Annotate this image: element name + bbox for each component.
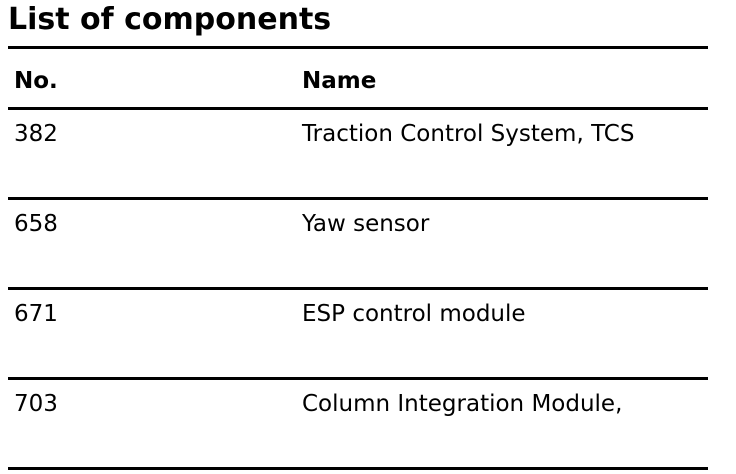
components-table: No. Name 382 Traction Control System, TC…: [8, 46, 708, 470]
table-row: 703 Column Integration Module,: [8, 380, 708, 467]
page-title: List of components: [8, 2, 332, 37]
component-number: 703: [14, 391, 58, 417]
table-top-rule: [8, 46, 708, 49]
table-row: 658 Yaw sensor: [8, 200, 708, 287]
row-divider: [8, 287, 708, 290]
component-number: 382: [14, 121, 58, 147]
table-header-row: No. Name: [8, 49, 708, 107]
table-header-rule: [8, 107, 708, 110]
table-row: 382 Traction Control System, TCS: [8, 110, 708, 197]
component-name: Yaw sensor: [302, 211, 430, 237]
column-header-no: No.: [14, 68, 58, 94]
table-bottom-rule: [8, 467, 708, 470]
component-number: 671: [14, 301, 58, 327]
component-name: ESP control module: [302, 301, 526, 327]
table-row: 671 ESP control module: [8, 290, 708, 377]
column-header-name: Name: [302, 68, 377, 94]
component-number: 658: [14, 211, 58, 237]
component-name: Column Integration Module,: [302, 391, 623, 417]
row-divider: [8, 377, 708, 380]
component-name: Traction Control System, TCS: [302, 121, 635, 147]
row-divider: [8, 197, 708, 200]
